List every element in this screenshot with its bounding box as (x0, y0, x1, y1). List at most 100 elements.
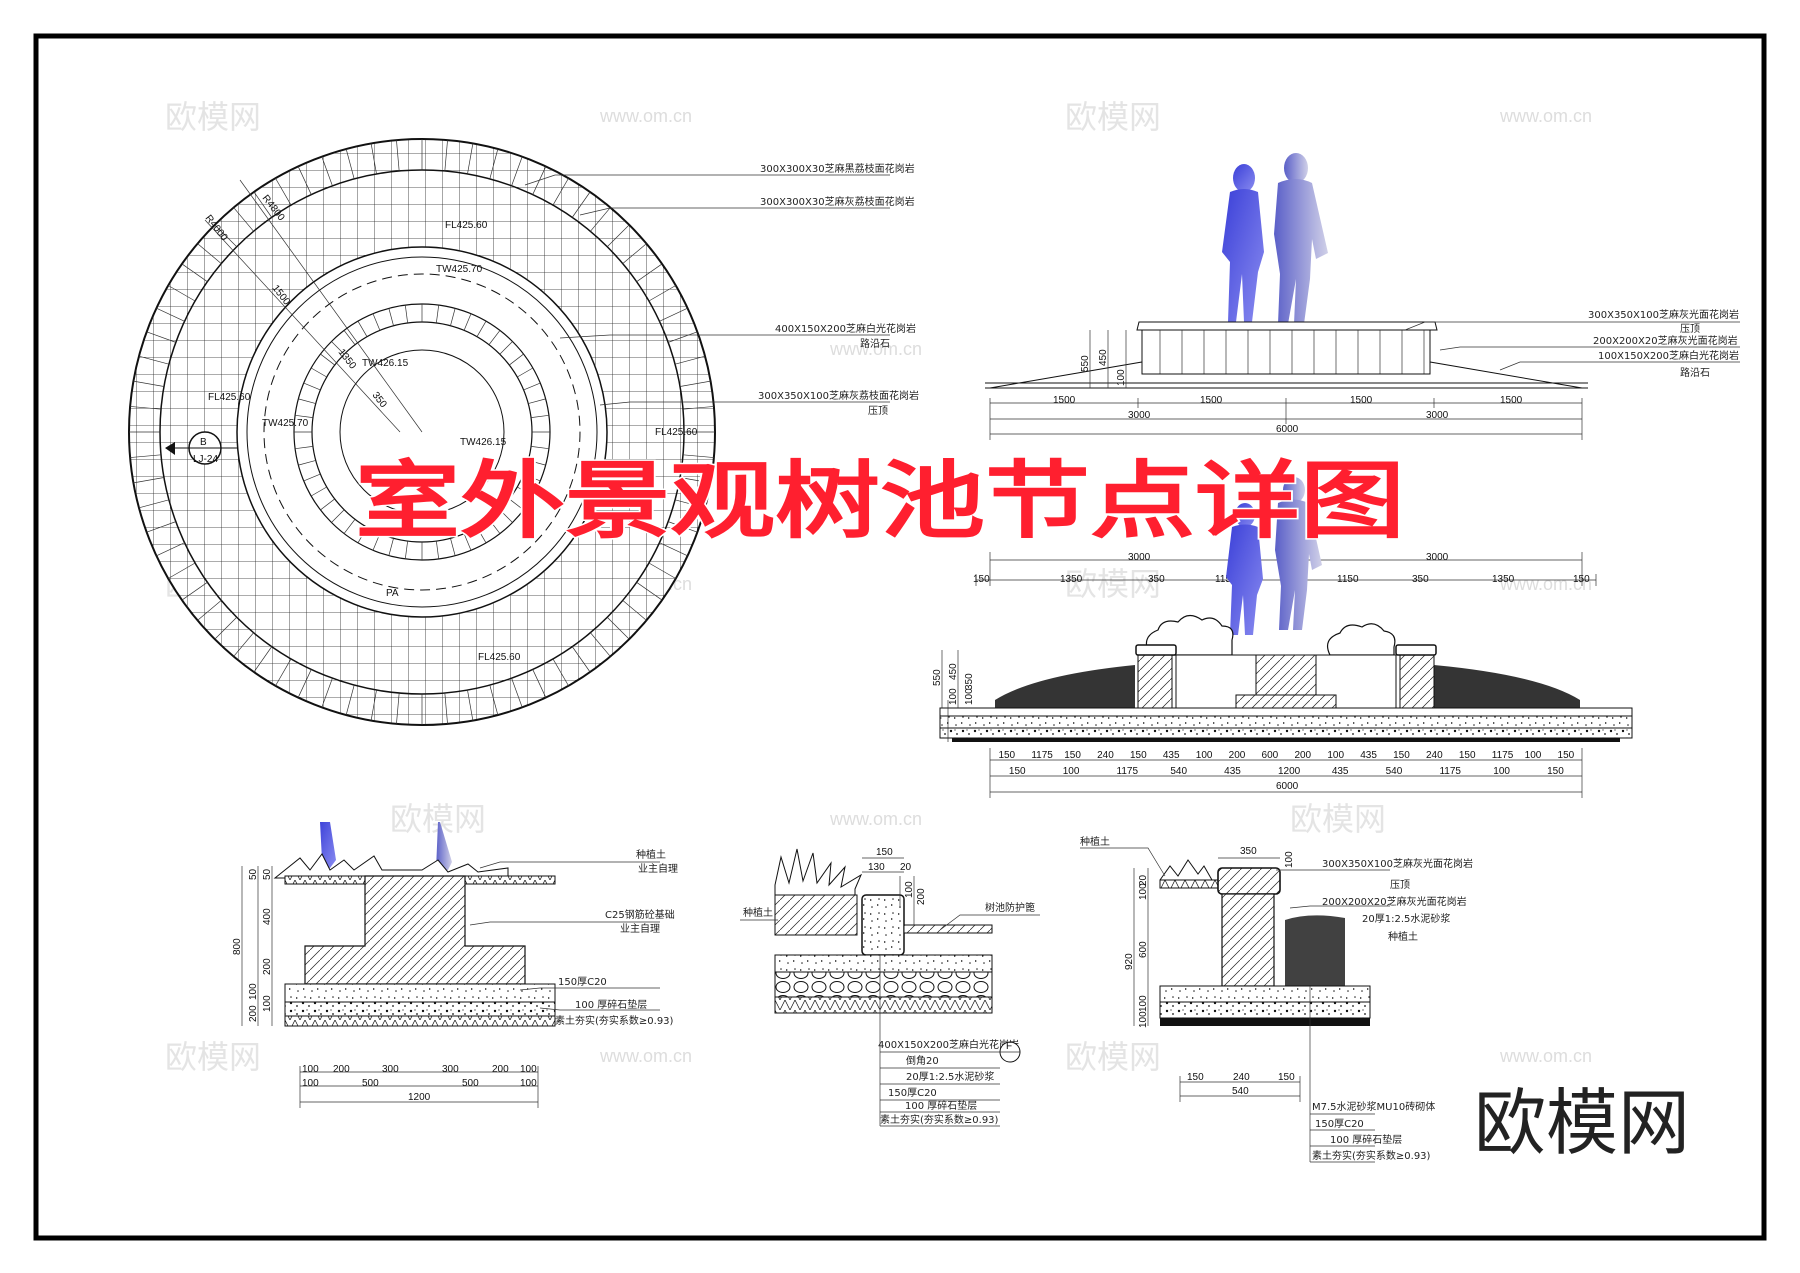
ring-joint (388, 538, 394, 556)
plan-note: 300X350X100芝麻灰荔枝面花岗岩 (758, 389, 919, 402)
watermark-text: 欧模网 (1065, 1038, 1161, 1076)
ring-joint (450, 308, 456, 326)
section-dim: 1350 (1492, 574, 1515, 585)
detail1-dim-h: 200 (333, 1064, 350, 1075)
drawing-title: 室外景观树池节点详图 (355, 452, 1405, 550)
ring-joint (295, 414, 313, 418)
ring-joint (674, 355, 706, 365)
section-dim: 540 (1386, 766, 1403, 777)
plan-level: TW426.15 (460, 437, 507, 448)
section-dim: 1175 (1031, 750, 1053, 761)
ring-joint (622, 600, 647, 621)
ring-joint (489, 148, 499, 180)
ring-joint (499, 341, 513, 355)
section-dim-total: 6000 (1276, 781, 1299, 792)
section-dim: 350 (1148, 574, 1165, 585)
section-dim: 150 (1064, 750, 1081, 761)
ring-joint (310, 486, 327, 497)
section-dim: 100 (1327, 750, 1344, 761)
ring-joint (372, 313, 381, 331)
ring-joint (659, 307, 688, 322)
ring-joint (343, 519, 356, 534)
detail1-dim-h: 300 (442, 1064, 459, 1075)
elev-note: 100X150X200芝麻白光花岗岩 (1598, 349, 1739, 362)
ring-joint (404, 305, 408, 323)
ring-joint (590, 207, 611, 232)
detail1-dim-h: 100 (520, 1064, 537, 1075)
section-dim: 435 (1224, 766, 1241, 777)
ring-joint (253, 646, 273, 673)
ring-joint (295, 446, 313, 450)
ring-joint (345, 148, 355, 180)
section-dim: 100 (1196, 750, 1213, 761)
watermark-text: 欧模网 (1065, 98, 1161, 136)
detail1-dim-h: 300 (382, 1064, 399, 1075)
detail2-dim: 20 (900, 862, 912, 873)
ring-joint (156, 307, 185, 322)
detail3-dim-v: 100 (1138, 995, 1149, 1012)
ring-joint (488, 519, 501, 534)
plan-level: FL425.60 (478, 652, 521, 663)
ring-joint (298, 460, 316, 466)
ring-joint (467, 689, 474, 721)
ring-joint (531, 446, 549, 450)
ring-joint (607, 224, 630, 247)
elev-dim-h: 1500 (1500, 395, 1523, 406)
watermark-url: www.om.cn (599, 106, 692, 126)
plan-notes: 300X300X30芝麻黑荔枝面花岗岩 300X300X30芝麻灰荔枝面花岗岩 … (524, 162, 919, 417)
detail2-dim: 200 (916, 888, 927, 905)
section-dim: 200 (1229, 750, 1246, 761)
ring-joint (511, 156, 523, 186)
detail2-note: 400X150X200芝麻白光花岗岩 (878, 1038, 1019, 1051)
elev-dim-v: 550 (1080, 355, 1091, 372)
ring-joint (444, 692, 448, 724)
elev-note: 300X350X100芝麻灰光面花岗岩 (1588, 308, 1739, 321)
detail3-note: 种植土 (1388, 930, 1418, 943)
ring-joint (489, 684, 499, 716)
detail2-note: 种植土 (743, 906, 773, 919)
plan-note: 300X300X30芝麻黑荔枝面花岗岩 (760, 162, 915, 175)
detail1-note: C25钢筋砼基础 (605, 908, 675, 921)
ring-joint (156, 542, 185, 557)
detail2-notes: 种植土 树池防护篦 400X150X200芝麻白光花岗岩 倒角20 20厚1:2… (740, 901, 1040, 1127)
elevation-view: 550 450 100 1500 1500 1500 1500 3000 300… (985, 153, 1740, 440)
plan-level: TW426.15 (362, 358, 409, 369)
ring-joint (674, 499, 706, 509)
ring-joint (321, 678, 333, 708)
ring-joint (476, 320, 487, 337)
ring-joint (404, 541, 408, 559)
section-dim: 3000 (1128, 552, 1151, 563)
detail3-note: M7.5水泥砂浆MU10砖砌体 (1312, 1100, 1435, 1113)
ring-joint (372, 533, 381, 551)
ring-joint (648, 562, 676, 579)
section-dim: 435 (1360, 750, 1377, 761)
ring-joint (275, 178, 292, 206)
section-dim: 240 (1097, 750, 1114, 761)
detail1-dim-v: 800 (232, 938, 243, 955)
ring-joint (659, 542, 688, 557)
ring-joint (197, 600, 222, 621)
detail3-note: 150厚C20 (1315, 1118, 1364, 1130)
ring-joint (668, 521, 698, 533)
elev-note: 压顶 (1680, 323, 1700, 335)
ring-joint (467, 143, 474, 175)
section-dim: 1175 (1439, 766, 1461, 777)
detail-curb: 150 130 20 100 200 种植土 树池防护篦 400X150X200… (740, 847, 1040, 1127)
detail3-dim-h: 150 (1278, 1072, 1295, 1083)
section-dim: 100 (1063, 766, 1080, 777)
detail3-dim-total: 540 (1232, 1086, 1249, 1097)
ring-joint (463, 533, 472, 551)
ring-joint (181, 263, 208, 283)
ring-joint (523, 473, 541, 482)
watermark-url: www.om.cn (829, 339, 922, 359)
section-dim: 200 (1294, 750, 1311, 761)
detail2-note: 20厚1:2.5水泥砂浆 (906, 1070, 994, 1083)
plan-level: FL425.60 (655, 427, 698, 438)
ring-joint (233, 632, 254, 657)
ring-joint (370, 143, 377, 175)
detail3-note: 压顶 (1390, 879, 1410, 891)
elev-note: 路沿石 (1680, 366, 1710, 379)
ring-joint (214, 224, 237, 247)
brand-logo-text: 欧模网 (1474, 1081, 1690, 1165)
